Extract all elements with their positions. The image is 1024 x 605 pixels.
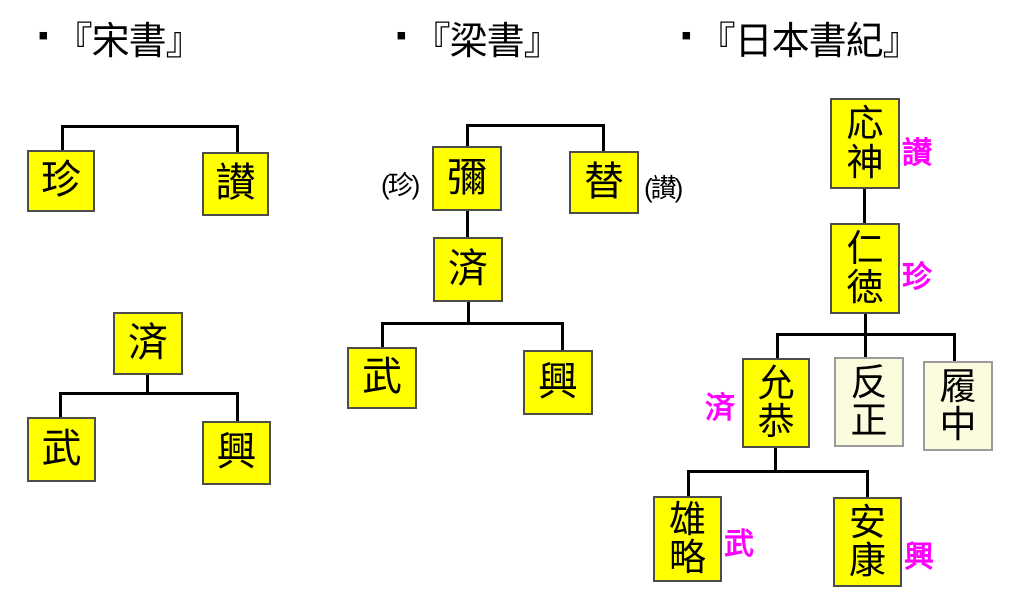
connector [59, 392, 239, 395]
nihonshoki-title: ▪ 『日本書紀』 [681, 10, 921, 65]
nihonshoki-box-ankou: 安 康 [833, 497, 902, 587]
connector [466, 210, 469, 238]
connector [602, 124, 605, 153]
connector [863, 189, 866, 223]
connector [866, 470, 869, 499]
liangshu-annotation-chin: (珍) [381, 170, 420, 200]
connector [236, 392, 239, 422]
songshu-box-bu: 武 [27, 417, 96, 482]
nihonshoki-annotation-chin: 珍 [902, 261, 932, 294]
nihonshoki-annotation-bu: 武 [724, 528, 754, 561]
liangshu-box-sei: 済 [433, 237, 503, 302]
nihonshoki-box-ingyou: 允 恭 [742, 358, 810, 448]
nihonshoki-annotation-san: 讃 [902, 137, 932, 170]
connector [687, 470, 690, 498]
liangshu-box-mi: 彌 [432, 146, 502, 211]
songshu-box-kou: 興 [202, 421, 271, 485]
songshu-box-chin: 珍 [27, 150, 95, 212]
connector [61, 125, 239, 128]
nihonshoki-box-yuuryaku: 雄 略 [653, 496, 722, 582]
connector [864, 314, 867, 359]
liangshu-box-bu: 武 [347, 347, 417, 409]
songshu-title-text: 『宋書』 [54, 21, 204, 63]
connector [61, 125, 64, 151]
connector [466, 124, 469, 148]
nihonshoki-box-richuu: 履 中 [923, 361, 993, 451]
connector [146, 374, 149, 393]
liangshu-title-text: 『梁書』 [412, 21, 562, 63]
bullet-icon: ▪ [681, 18, 692, 52]
connector [467, 301, 470, 323]
connector [561, 322, 564, 352]
connector [776, 333, 956, 336]
connector [381, 322, 384, 349]
liangshu-box-kou: 興 [523, 350, 593, 415]
songshu-box-san: 讃 [202, 152, 269, 216]
connector [953, 333, 956, 363]
songshu-title: ▪ 『宋書』 [38, 10, 204, 65]
connector [774, 448, 777, 473]
liangshu-annotation-san: (讃) [644, 173, 683, 203]
liangshu-box-tai: 替 [569, 151, 639, 214]
connector [466, 124, 605, 127]
bullet-icon: ▪ [396, 18, 407, 52]
nihonshoki-annotation-kou: 興 [904, 541, 934, 574]
nihonshoki-box-nintoku: 仁 徳 [830, 223, 900, 314]
bullet-icon: ▪ [38, 18, 49, 52]
connector [687, 470, 869, 473]
nihonshoki-box-hanzei: 反 正 [834, 357, 904, 447]
connector [776, 333, 779, 360]
liangshu-title: ▪ 『梁書』 [396, 10, 562, 65]
nihonshoki-title-text: 『日本書紀』 [697, 21, 921, 63]
connector [381, 322, 564, 325]
connector [59, 392, 62, 418]
connector [236, 125, 239, 153]
nihonshoki-box-oujin: 応 神 [830, 98, 900, 189]
songshu-box-sei: 済 [113, 312, 183, 375]
nihonshoki-annotation-sei: 済 [705, 392, 735, 425]
